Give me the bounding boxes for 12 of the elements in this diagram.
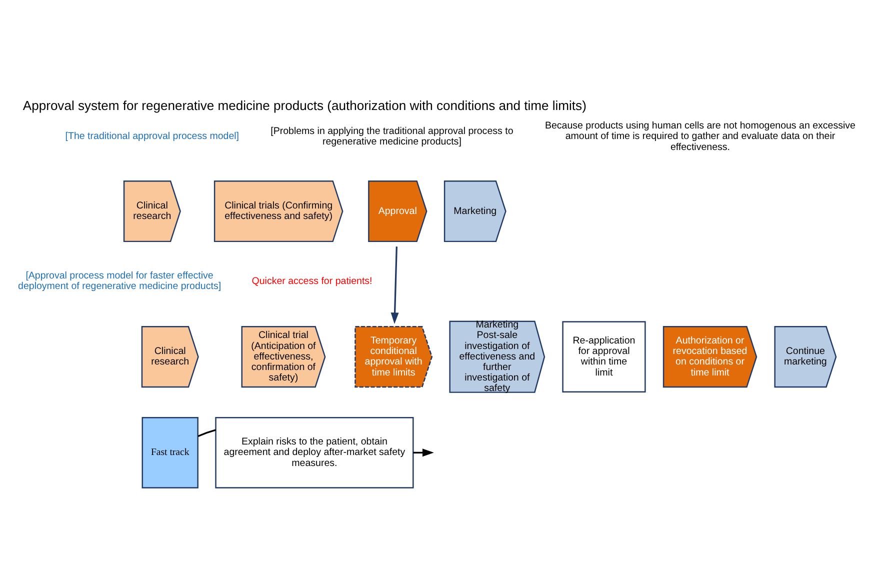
connector — [198, 429, 216, 437]
label: Because products using human cells are not homogenous an excessive amount of time is required to gather and evaluate data on their effectiveness. — [544, 120, 856, 153]
arrow — [390, 246, 399, 324]
node-box: Explain risks to the patient, obtain agreement and deploy after-market safety measures. — [215, 416, 414, 488]
label: [Problems in applying the traditional approval process to regenerative medicine products] — [270, 126, 514, 148]
diagram-title: Approval system for regenerative medicine products (authorization with conditions and time limits) — [22, 98, 586, 113]
arrow — [413, 448, 434, 457]
label: [The traditional approval process model] — [65, 131, 240, 142]
node-box: Fast track — [142, 416, 198, 488]
node-box: Re-application for approval within time limit — [562, 321, 646, 393]
label: [Approval process model for faster effective deployment of regenerative medicine products] — [18, 270, 222, 292]
label: Quicker access for patients! — [252, 276, 372, 287]
